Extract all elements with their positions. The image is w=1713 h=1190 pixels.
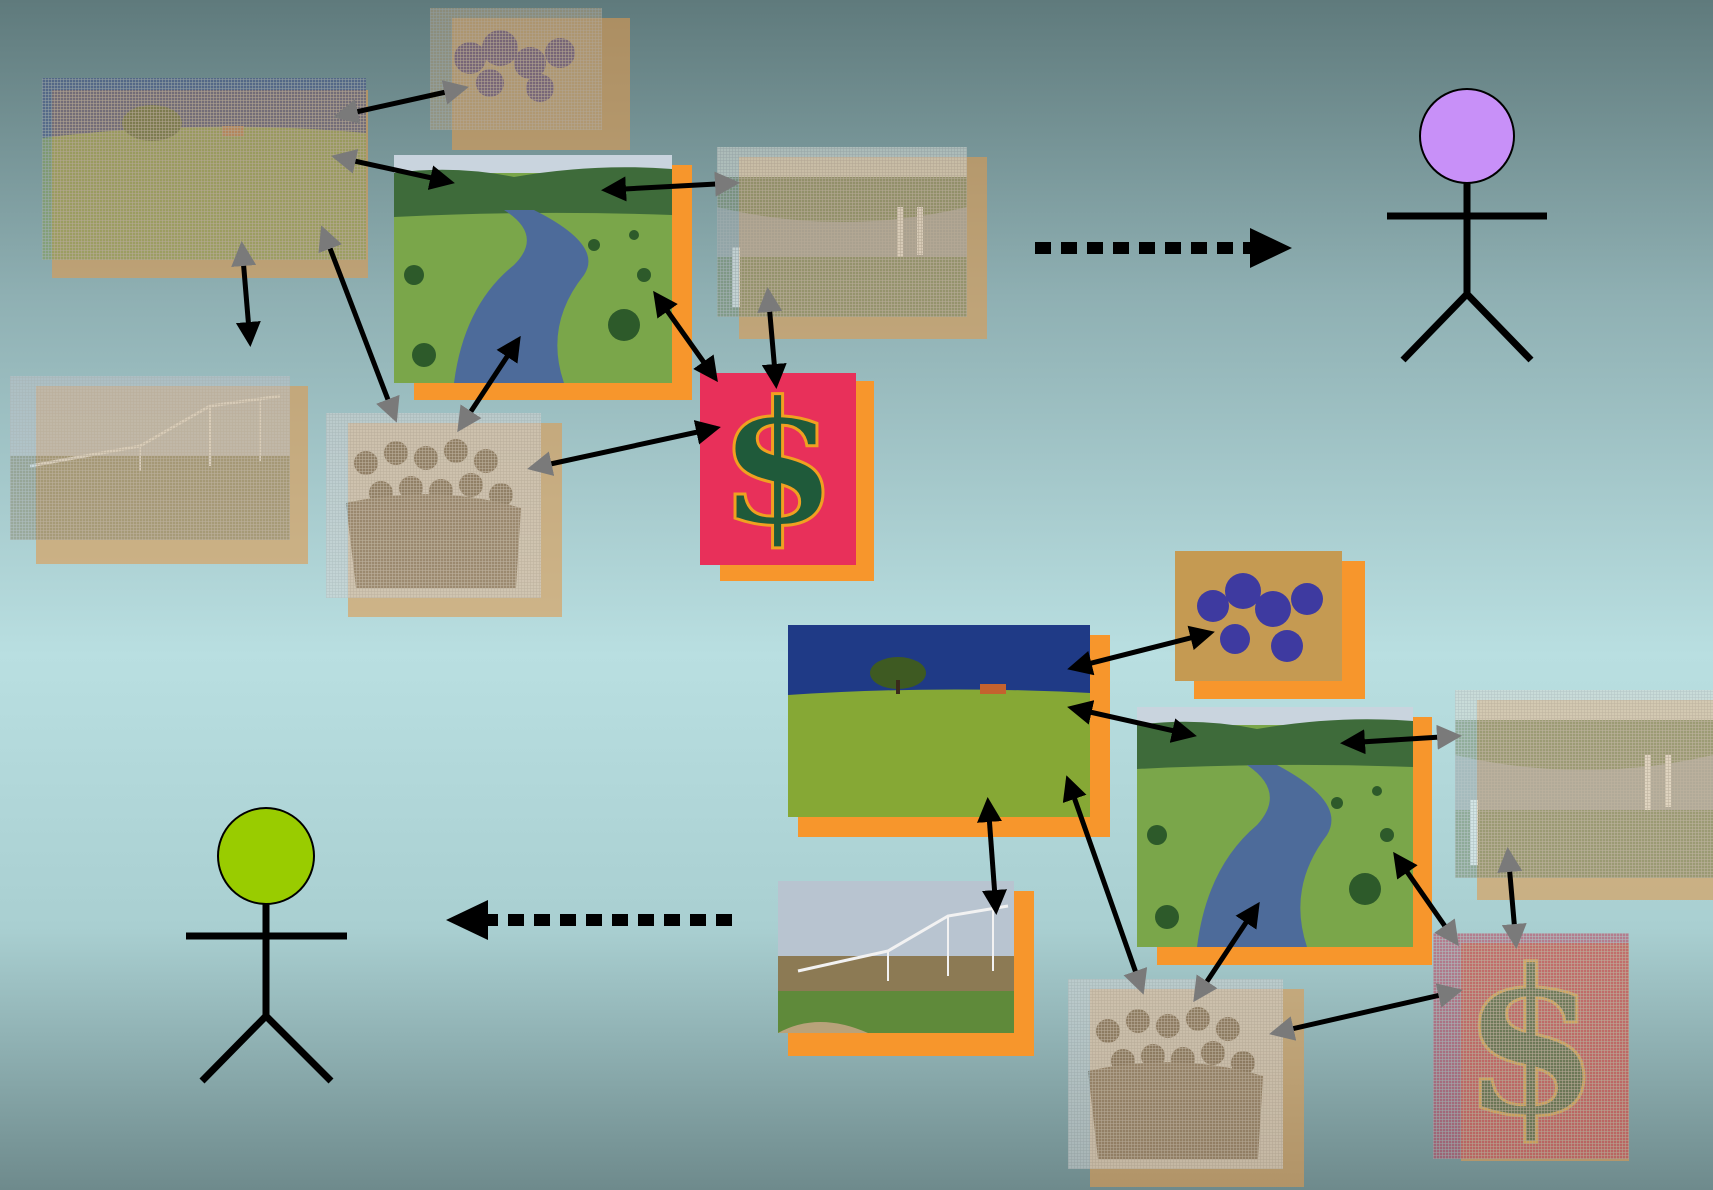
dashed-arrow-right-icon — [1035, 228, 1292, 268]
stick-figure-bottom — [186, 807, 347, 1084]
top-crowd-photo — [326, 413, 562, 617]
top-arrows — [231, 80, 787, 476]
arrow-field-irrigation-top — [231, 241, 261, 347]
arrow-field-river-bottom — [1067, 700, 1197, 743]
arrow-crowd-river-top — [457, 335, 521, 433]
person-head-bottom — [217, 807, 315, 905]
arrow-field-irrigation-bottom — [977, 797, 1007, 915]
stick-figure-top — [1387, 88, 1547, 363]
arrow-field-river-top — [331, 149, 455, 190]
bottom-crowd-photo — [1068, 979, 1304, 1187]
arrow-crowd-dollar-top — [527, 420, 721, 476]
svg-text:$: $ — [719, 373, 837, 564]
arrow-crowd-river-bottom — [1193, 901, 1260, 1003]
bottom-irrigation-photo — [778, 881, 1034, 1056]
arrow-waterfall-dollar-bottom — [1497, 847, 1527, 949]
bottom-waterfall-photo — [1455, 690, 1713, 900]
arrow-river-dollar-bottom — [1393, 851, 1459, 947]
bottom-field-photo — [788, 625, 1110, 837]
bottom-dollar-photo: $ — [1433, 933, 1629, 1161]
arrow-waterfall-dollar-top — [757, 287, 787, 389]
top-field-photo — [42, 78, 368, 278]
top-dollar-photo: $ — [700, 373, 874, 581]
arrow-field-grapes-top — [333, 80, 469, 124]
dashed-arrow-left-icon — [446, 900, 732, 940]
bottom-arrows — [977, 625, 1527, 1041]
person-head-top — [1419, 88, 1515, 184]
top-irrigation-photo — [10, 376, 308, 564]
arrow-crowd-field-bottom — [1062, 775, 1148, 995]
arrow-crowd-dollar-bottom — [1269, 983, 1463, 1041]
arrow-waterfall-river-bottom — [1340, 724, 1462, 755]
bottom-river-photo — [1137, 707, 1432, 965]
arrow-field-grapes-bottom — [1067, 625, 1215, 676]
arrow-crowd-field-top — [318, 225, 400, 423]
bottom-grapes-photo — [1175, 551, 1365, 699]
arrow-waterfall-river-top — [601, 171, 740, 202]
arrow-river-dollar-top — [653, 290, 718, 383]
